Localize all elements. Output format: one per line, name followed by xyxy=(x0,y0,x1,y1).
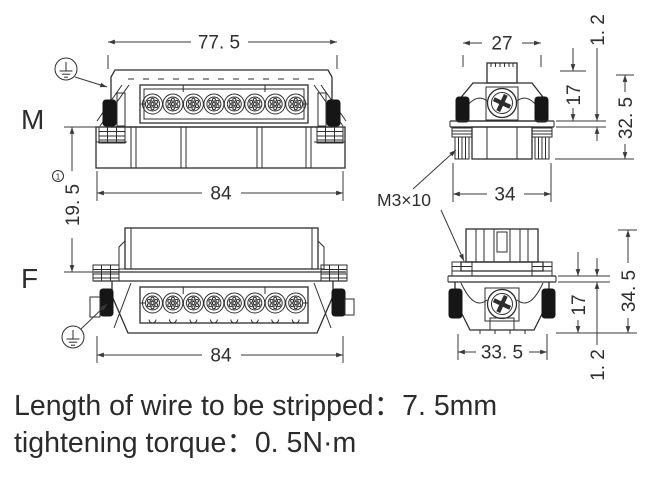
female-insert-face xyxy=(139,286,309,324)
earth-ground-icon xyxy=(54,57,78,81)
rubber-peg xyxy=(102,99,117,127)
dim-label: 34 xyxy=(494,185,516,206)
dim-label: 84 xyxy=(210,346,232,367)
dim-84-female: 84 xyxy=(96,336,344,367)
panel-screw xyxy=(316,126,344,144)
m3-screw-head xyxy=(531,261,553,277)
screw-bracket xyxy=(484,287,520,322)
female-side-view: 34. 5 17 1. 2 33. 5 xyxy=(447,228,640,381)
clamp-screw-icon xyxy=(488,89,517,118)
dim-27: 27 xyxy=(462,34,542,67)
female-base xyxy=(124,227,319,270)
dim-label: 27 xyxy=(491,34,512,55)
male-side-view: 27 1. 2 17 32. 5 xyxy=(449,14,637,206)
dim-77-5: 77. 5 xyxy=(107,33,338,69)
panel-screw xyxy=(98,126,126,144)
male-contacts xyxy=(140,85,308,115)
male-view-label: M xyxy=(21,104,44,135)
male-side-base xyxy=(471,126,533,160)
panel-screw xyxy=(92,264,120,282)
dim-17-female: 17 xyxy=(558,252,610,333)
dim-32-5: 32. 5 xyxy=(555,74,637,160)
clamp-screw-icon xyxy=(488,290,517,319)
male-base xyxy=(95,126,346,169)
rubber-peg xyxy=(455,96,470,123)
dim-1-2-female: 1. 2 xyxy=(588,258,609,381)
dim-label: 1. 2 xyxy=(588,14,609,46)
rubber-peg xyxy=(541,288,556,319)
female-front-view: F 84 xyxy=(21,227,355,367)
scallop-edge xyxy=(148,319,300,324)
screw-bracket xyxy=(485,86,519,121)
dim-label: 19. 5 xyxy=(63,184,84,226)
female-view-label: F xyxy=(21,263,38,294)
female-contacts xyxy=(140,287,308,324)
rubber-peg xyxy=(534,96,549,123)
dim-label: 17 xyxy=(569,294,590,315)
note-1-circle xyxy=(52,170,64,182)
dim-label: 33. 5 xyxy=(481,343,523,364)
dim-label: 34. 5 xyxy=(619,270,640,312)
panel-screw xyxy=(320,264,348,282)
dim-17-male: 17 xyxy=(560,48,586,121)
thread-leader-top xyxy=(412,149,457,190)
dim-label: 84 xyxy=(210,184,232,205)
dim-34: 34 xyxy=(452,163,552,206)
thread-callout: M3×10 xyxy=(377,149,465,262)
rubber-peg xyxy=(99,288,114,317)
dim-34-5: 34. 5 xyxy=(556,229,640,334)
note-wire-strip: Length of wire to be stripped：7. 5mm xyxy=(14,390,498,422)
rubber-peg xyxy=(326,99,341,127)
ground-leader xyxy=(80,303,108,330)
dim-label: 77. 5 xyxy=(198,33,240,54)
rubber-peg xyxy=(331,288,346,317)
thread-label: M3×10 xyxy=(377,190,431,210)
note-1: 1 xyxy=(56,172,61,182)
notes-block: Length of wire to be stripped：7. 5mm tig… xyxy=(14,388,497,462)
female-side-top-block xyxy=(465,228,539,263)
dim-19-5: 19. 5 1 xyxy=(52,126,96,273)
rubber-peg xyxy=(448,288,463,319)
right-latch xyxy=(313,84,347,127)
earth-ground-icon xyxy=(61,325,85,349)
ground-leader xyxy=(74,76,108,88)
dim-label: 1. 2 xyxy=(588,349,609,381)
m3-screw xyxy=(451,127,473,160)
male-front-view: M 77. 5 84 19. 5 1 xyxy=(21,33,347,273)
note-torque: tightening torque：0. 5N·m xyxy=(14,427,357,459)
dim-label: 32. 5 xyxy=(616,97,637,139)
left-latch xyxy=(96,84,130,127)
dim-33-5: 33. 5 xyxy=(457,334,548,364)
dim-label: 17 xyxy=(564,84,585,105)
dim-84-male: 84 xyxy=(96,171,344,205)
m3-screw-head xyxy=(451,261,473,277)
dim-1-2-male: 1. 2 xyxy=(556,14,609,141)
thread-leader-bottom xyxy=(440,209,465,262)
m3-screw xyxy=(531,127,553,160)
